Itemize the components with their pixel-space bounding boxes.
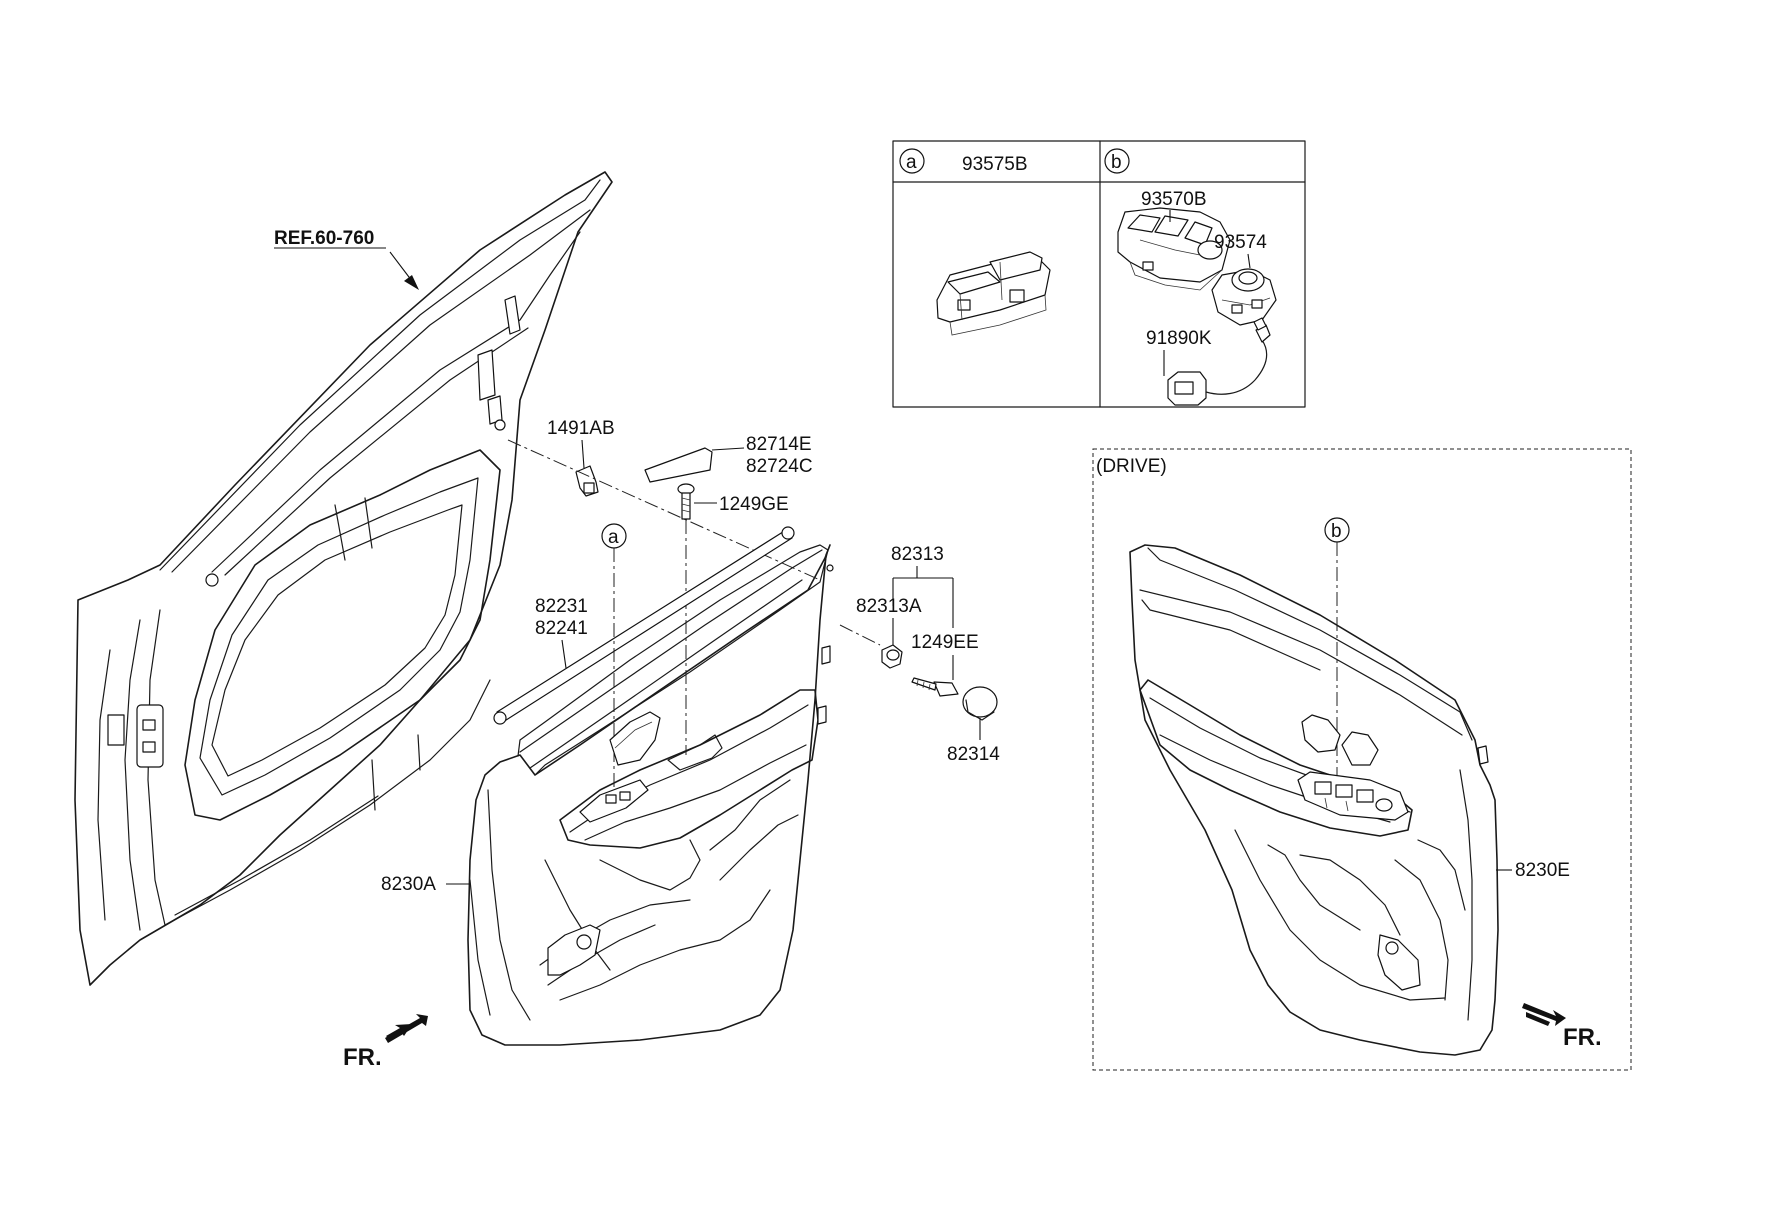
fr-label-left: FR. xyxy=(343,1044,382,1071)
switch-table: a 93575B b 93570B 93574 xyxy=(892,140,1306,408)
switch-93575B-drawing xyxy=(936,251,1051,336)
part-93574: 93574 xyxy=(1214,232,1267,253)
switch-93570B-drawing xyxy=(1117,207,1231,291)
callout-b-header: b xyxy=(1111,152,1122,173)
part-93575B: 93575B xyxy=(962,154,1028,175)
part-93570B: 93570B xyxy=(1141,189,1207,210)
mirror-switch xyxy=(1375,798,1393,812)
weatherstrip-82231: 82231 82241 xyxy=(493,526,795,725)
callout-a-header: a xyxy=(906,152,917,173)
part-82314: 82314 xyxy=(947,744,1000,765)
alignment-line-clip xyxy=(507,439,821,581)
window-switch-1 xyxy=(1314,781,1332,795)
drive-box: (DRIVE) b xyxy=(1092,448,1632,1071)
front-direction-right: FR. xyxy=(1522,1003,1602,1051)
part-82313A: 82313A xyxy=(856,596,922,617)
part-1249GE: 1249GE xyxy=(719,494,789,515)
drive-label: (DRIVE) xyxy=(1096,456,1167,477)
door-trim-8230E xyxy=(1129,544,1499,1056)
window-switch-3 xyxy=(1356,789,1374,803)
part-91890K: 91890K xyxy=(1146,328,1212,349)
wiring-91890K-drawing xyxy=(1163,317,1271,406)
clip-1491AB: 1491AB xyxy=(547,418,615,497)
part-82231: 82231 xyxy=(535,596,588,617)
part-82714E: 82714E xyxy=(746,434,812,455)
part-82724C: 82724C xyxy=(746,456,813,477)
screw-1249GE: 1249GE xyxy=(677,483,789,520)
alignment-line-grommet xyxy=(839,624,881,646)
part-1249EE: 1249EE xyxy=(911,632,979,653)
door-trim-8230A: 8230A xyxy=(381,544,834,1046)
callout-a-label: a xyxy=(608,527,619,548)
part-8230E: 8230E xyxy=(1515,860,1570,881)
ref-arrow-icon xyxy=(404,275,419,290)
fr-label-right: FR. xyxy=(1563,1024,1602,1051)
switch-93574-drawing xyxy=(1211,253,1277,326)
window-switch-2 xyxy=(1335,784,1353,798)
part-1491AB: 1491AB xyxy=(547,418,615,439)
front-direction-left: FR. xyxy=(343,1014,428,1071)
cover-82714E: 82714E 82724C xyxy=(644,434,813,483)
grommet-group-82313: 82313 82313A 1249EE 82314 xyxy=(856,544,1000,765)
part-82241: 82241 xyxy=(535,618,588,639)
part-82313: 82313 xyxy=(891,544,944,565)
reference-label: REF.60-760 xyxy=(274,228,374,249)
door-frame-assembly xyxy=(74,171,613,986)
front-arrow-right-icon xyxy=(1522,1003,1566,1026)
reference-callout: REF.60-760 xyxy=(274,228,419,290)
part-8230A: 8230A xyxy=(381,874,436,895)
callout-b-trim: b xyxy=(1331,521,1342,542)
